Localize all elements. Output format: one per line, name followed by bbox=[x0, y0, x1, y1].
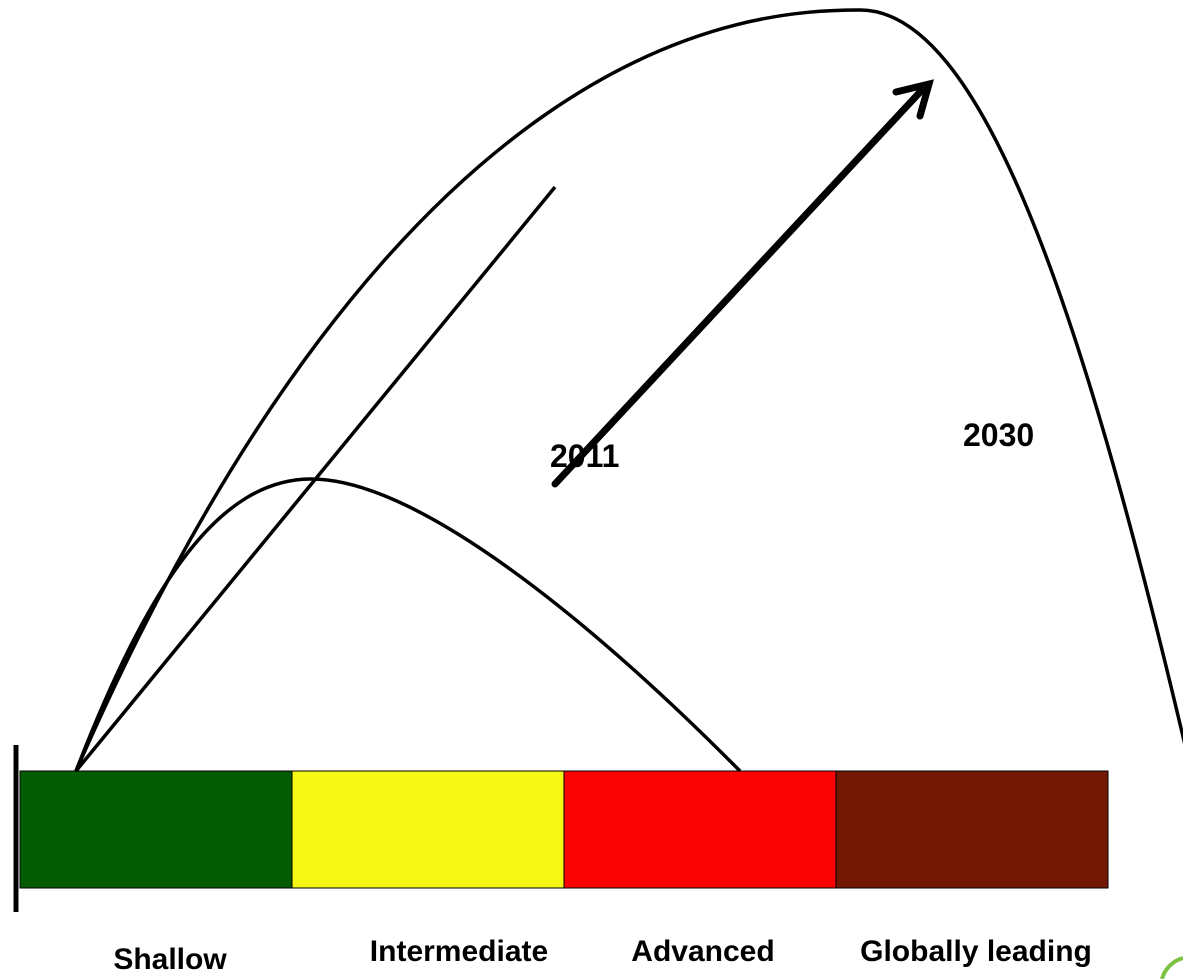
stage-segment-shallow bbox=[19, 770, 293, 889]
growth-arrow bbox=[551, 79, 934, 488]
green-corner-accent bbox=[1160, 956, 1183, 979]
stage-segment-globally-leading bbox=[835, 770, 1109, 889]
curve-2030 bbox=[74, 8, 1183, 772]
stage-segment-intermediate bbox=[291, 770, 565, 889]
stage-label-globally-leading: Globally leading bbox=[860, 935, 1092, 968]
stage-label-intermediate: Intermediate bbox=[370, 935, 548, 968]
diagonal-line bbox=[74, 185, 557, 773]
stage-segment-advanced bbox=[563, 770, 837, 889]
curve-2011 bbox=[74, 477, 742, 773]
year-label-2030: 2030 bbox=[963, 417, 1034, 453]
stage-label-shallow: Shallow bbox=[113, 943, 227, 976]
stage-label-advanced: Advanced bbox=[631, 935, 774, 968]
year-label-2011: 2011 bbox=[550, 438, 619, 474]
stage-bar bbox=[19, 770, 1109, 889]
